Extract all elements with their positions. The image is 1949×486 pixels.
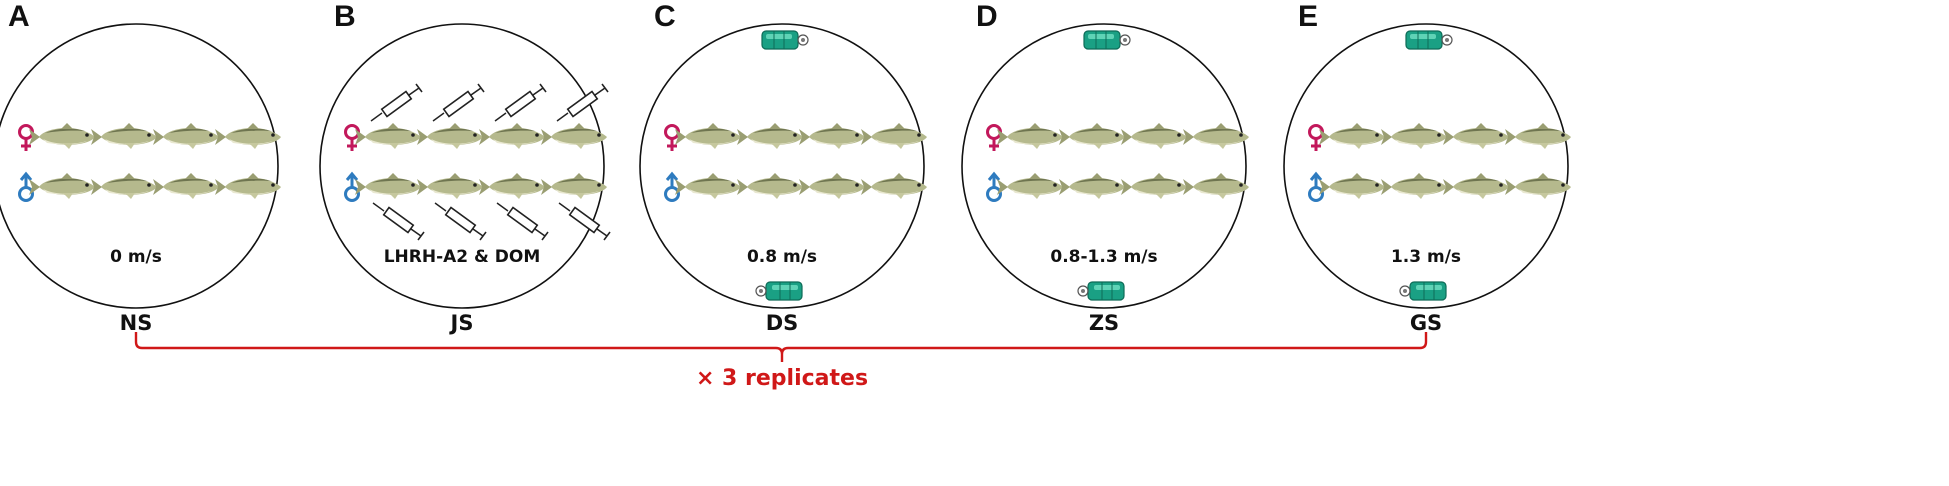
condition-label: 0 m/s (110, 247, 162, 267)
fish-icon (355, 173, 421, 199)
bracket-line (134, 332, 1428, 362)
fish-icon (153, 123, 219, 149)
replicate-bracket (134, 332, 1428, 362)
fish-icon (541, 173, 607, 199)
flow-generator-icon (1405, 30, 1453, 50)
tank-circle (961, 23, 1247, 309)
group-code: DS (766, 311, 799, 335)
tank-circle (1283, 23, 1569, 309)
syringe-icon (432, 83, 485, 122)
flow-generator-icon (1399, 281, 1447, 301)
male-symbol-icon (344, 171, 360, 202)
panel-d: D 0.8-1.3 m/sZS (961, 0, 1249, 335)
fish-icon (1121, 173, 1187, 199)
panel-b: B LHRH-A2 & DOM JS (319, 0, 611, 335)
fish-icon (675, 123, 741, 149)
group-code: ZS (1089, 311, 1119, 335)
fish-icon (153, 173, 219, 199)
syringe-icon (494, 83, 547, 122)
syringe-icon (370, 83, 423, 122)
fish-icon (215, 123, 281, 149)
fish-icon (1059, 173, 1125, 199)
fish-icon (1059, 123, 1125, 149)
fish-icon (91, 173, 157, 199)
condition-label: 0.8 m/s (747, 247, 817, 267)
tank-circle (0, 23, 279, 309)
panel-letter: D (976, 0, 998, 33)
male-symbol-icon (664, 171, 680, 202)
fish-icon (91, 123, 157, 149)
group-code: NS (120, 311, 153, 335)
syringe-icon (558, 202, 611, 241)
panel-e: E 1.3 m/sGS (1283, 0, 1571, 335)
panel-c: C 0.8 m/sDS (639, 0, 927, 335)
fish-icon (997, 123, 1063, 149)
fish-icon (29, 173, 95, 199)
male-symbol-icon (986, 171, 1002, 202)
fish-icon (1505, 173, 1571, 199)
flow-generator-icon (1077, 281, 1125, 301)
fish-icon (997, 173, 1063, 199)
fish-icon (355, 123, 421, 149)
fish-icon (1443, 123, 1509, 149)
fish-icon (479, 123, 545, 149)
fish-icon (417, 173, 483, 199)
fish-icon (417, 123, 483, 149)
female-symbol-icon (18, 124, 34, 151)
fish-icon (1183, 123, 1249, 149)
fish-icon (1381, 173, 1447, 199)
panel-letter: B (334, 0, 356, 33)
fish-icon (479, 173, 545, 199)
replicates-label: × 3 replicates (696, 366, 868, 391)
fish-icon (861, 123, 927, 149)
male-symbol-icon (1308, 171, 1324, 202)
fish-icon (799, 123, 865, 149)
female-symbol-icon (344, 124, 360, 151)
panel-letter: E (1298, 0, 1318, 33)
condition-label: 1.3 m/s (1391, 247, 1461, 267)
fish-icon (1381, 123, 1447, 149)
fish-icon (861, 173, 927, 199)
fish-icon (799, 173, 865, 199)
fish-icon (215, 173, 281, 199)
group-code: JS (449, 311, 474, 335)
group-code: GS (1410, 311, 1442, 335)
fish-icon (29, 123, 95, 149)
tank-circle (639, 23, 925, 309)
female-symbol-icon (986, 124, 1002, 151)
condition-label: LHRH-A2 & DOM (384, 247, 541, 267)
syringe-icon (372, 202, 425, 241)
flow-generator-icon (755, 281, 803, 301)
fish-icon (541, 123, 607, 149)
flow-generator-icon (1083, 30, 1131, 50)
fish-icon (1319, 173, 1385, 199)
syringe-icon (496, 202, 549, 241)
fish-icon (737, 173, 803, 199)
fish-icon (1183, 173, 1249, 199)
fish-icon (1443, 173, 1509, 199)
fish-icon (1505, 123, 1571, 149)
panel-letter: A (8, 0, 30, 33)
fish-icon (1319, 123, 1385, 149)
panel-a: A 0 m/sNS (0, 0, 281, 335)
fish-icon (1121, 123, 1187, 149)
fish-icon (675, 173, 741, 199)
female-symbol-icon (1308, 124, 1324, 151)
condition-label: 0.8-1.3 m/s (1050, 247, 1157, 267)
syringe-icon (434, 202, 487, 241)
male-symbol-icon (18, 171, 34, 202)
flow-generator-icon (761, 30, 809, 50)
fish-icon (737, 123, 803, 149)
female-symbol-icon (664, 124, 680, 151)
tank-circle (319, 23, 605, 309)
panel-letter: C (654, 0, 676, 33)
